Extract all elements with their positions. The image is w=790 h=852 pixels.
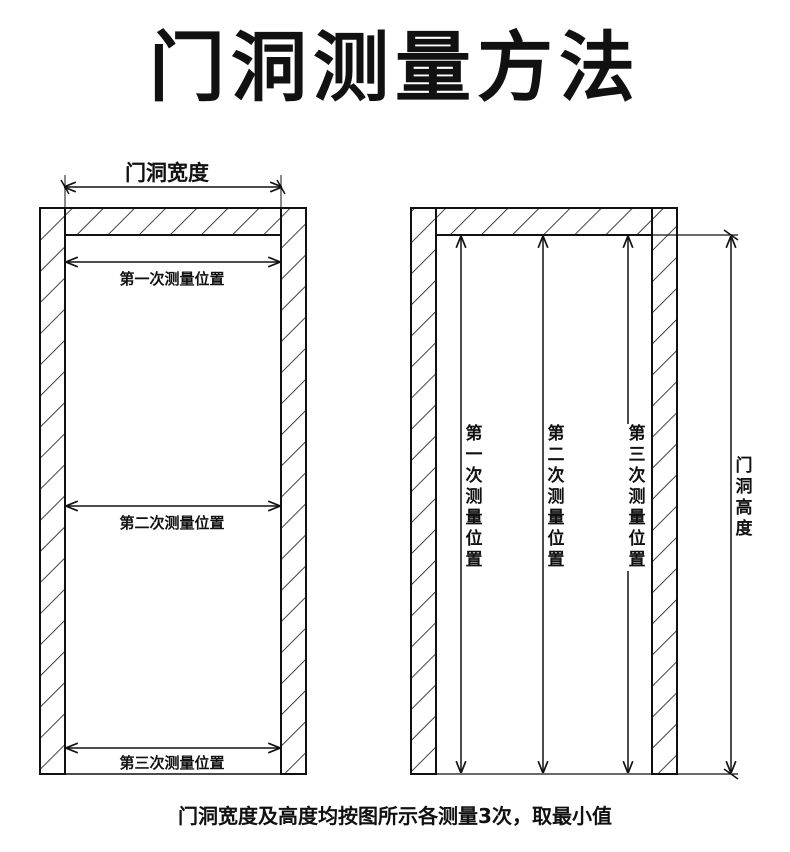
top-lintel-h <box>435 207 653 236</box>
vertical-label-char: 洞 <box>735 477 753 497</box>
vertical-label-char: 高 <box>735 498 753 518</box>
height-label: 门洞高度 <box>733 456 755 540</box>
height-measure-label-3: 第三次测量位置 <box>626 424 648 571</box>
vertical-label-char: 置 <box>547 550 565 570</box>
vertical-label-char: 二 <box>547 445 565 465</box>
left-wall <box>39 207 66 775</box>
vertical-label-char: 第 <box>465 424 483 444</box>
left-wall-h <box>410 207 437 775</box>
vertical-label-char: 量 <box>628 508 646 528</box>
vertical-label-char: 门 <box>735 456 753 476</box>
vertical-label-char: 置 <box>628 550 646 570</box>
footer-note: 门洞宽度及高度均按图所示各测量3次，取最小值 <box>178 804 612 828</box>
right-wall <box>280 207 307 775</box>
vertical-label-char: 次 <box>547 466 565 486</box>
height-measure-label-2: 第二次测量位置 <box>545 424 567 571</box>
width-diagram: 门洞宽度 第一次测量位置 第二次测量位置 第三次测量位置 <box>39 161 307 775</box>
vertical-label-char: 次 <box>628 466 646 486</box>
vertical-label-char: 度 <box>735 519 753 539</box>
vertical-label-char: 第 <box>628 424 646 444</box>
width-measure-label-1: 第一次测量位置 <box>119 270 224 288</box>
width-measure-label-3: 第三次测量位置 <box>119 754 224 772</box>
vertical-label-char: 位 <box>547 529 565 549</box>
vertical-label-char: 一 <box>465 445 483 465</box>
height-measure-label-1: 第一次测量位置 <box>463 424 485 571</box>
vertical-label-char: 测 <box>547 487 565 507</box>
width-label: 门洞宽度 <box>125 161 209 185</box>
vertical-label-char: 量 <box>547 508 565 528</box>
width-measure-label-2: 第二次测量位置 <box>119 514 224 532</box>
right-wall-h <box>651 207 678 775</box>
vertical-label-char: 位 <box>465 529 483 549</box>
top-lintel <box>64 207 282 236</box>
vertical-label-char: 测 <box>628 487 646 507</box>
vertical-label-char: 第 <box>547 424 565 444</box>
vertical-label-char: 次 <box>465 466 483 486</box>
vertical-label-char: 位 <box>628 529 646 549</box>
page-title: 门洞测量方法 <box>149 23 641 112</box>
vertical-label-char: 测 <box>465 487 483 507</box>
vertical-label-char: 量 <box>465 508 483 528</box>
vertical-label-char: 置 <box>465 550 483 570</box>
vertical-label-char: 三 <box>628 445 646 465</box>
height-diagram <box>410 207 739 780</box>
